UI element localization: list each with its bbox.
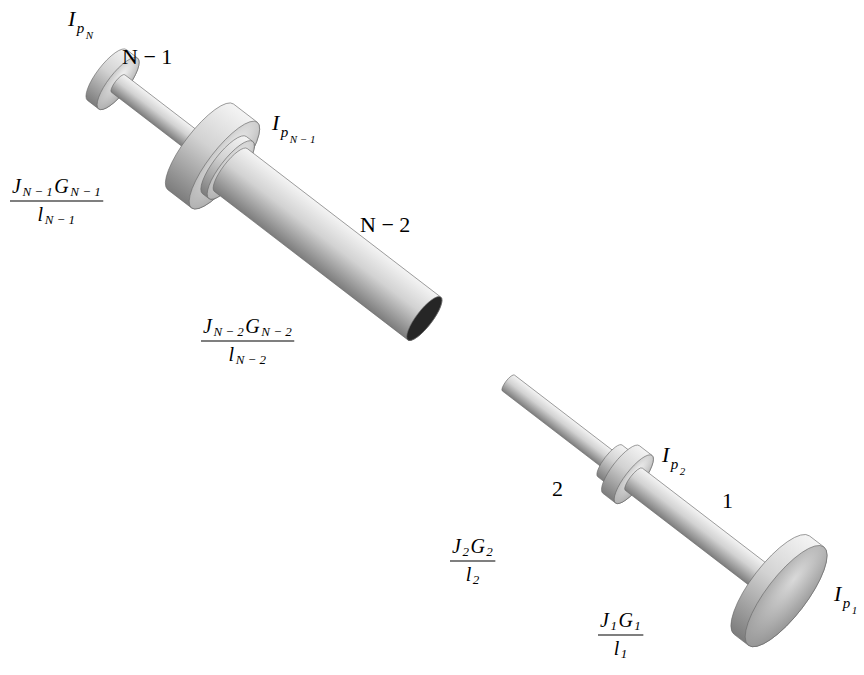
subscript: p — [281, 125, 289, 140]
disk-face — [733, 535, 840, 658]
sub-subscript: 1 — [852, 605, 858, 616]
subscript: p — [77, 21, 85, 36]
stiffness-symbol: l — [614, 638, 620, 658]
inertia-symbol: I — [834, 583, 841, 605]
subscript: 1 — [621, 647, 628, 660]
stiffness-symbol: J — [203, 316, 212, 336]
segment-number: 2 — [552, 478, 563, 500]
subscript: 2 — [486, 545, 493, 558]
subscript: 1 — [610, 619, 617, 632]
inertia-symbol: I — [68, 8, 75, 30]
subscript: N − 2 — [213, 325, 243, 338]
subscript: p — [843, 596, 851, 611]
subscript: 1 — [634, 619, 641, 632]
stiffness-symbol: l — [38, 204, 44, 224]
shaft-segment — [208, 144, 447, 345]
stiffness-symbol: l — [229, 344, 235, 364]
sub-subscript: N — [86, 30, 93, 41]
sub-subscript: N − 1 — [290, 134, 316, 145]
stiffness-symbol: J — [600, 610, 609, 630]
segment-number: N − 2 — [360, 214, 410, 236]
subscript: N − 1 — [45, 213, 75, 226]
subscript: 2 — [462, 545, 469, 558]
subscript: N − 2 — [261, 325, 291, 338]
stiffness-symbol: l — [466, 564, 472, 584]
break-face — [402, 292, 448, 345]
inertia-symbol: I — [662, 444, 669, 466]
subscript: N − 1 — [70, 185, 100, 198]
fraction-bar — [10, 200, 103, 201]
shaft-assembly — [61, 20, 839, 658]
stiffness-symbol: G — [54, 176, 68, 196]
stiffness-symbol: J — [12, 176, 21, 196]
fraction-bar — [201, 340, 294, 341]
stiffness-symbol: G — [245, 316, 259, 336]
fraction-bar — [450, 560, 495, 561]
subscript: N − 1 — [22, 185, 52, 198]
disk-body — [718, 524, 840, 658]
segment-number: N − 1 — [122, 46, 172, 68]
segment-number: 1 — [722, 490, 733, 512]
stiffness-symbol: G — [618, 610, 632, 630]
subscript: p — [671, 457, 679, 472]
fraction-bar — [598, 634, 643, 635]
subscript: 2 — [473, 573, 480, 586]
stiffness-symbol: G — [470, 536, 484, 556]
inertia-symbol: I — [272, 112, 279, 134]
stiffness-symbol: J — [452, 536, 461, 556]
sub-subscript: 2 — [680, 466, 686, 477]
subscript: N − 2 — [236, 353, 266, 366]
